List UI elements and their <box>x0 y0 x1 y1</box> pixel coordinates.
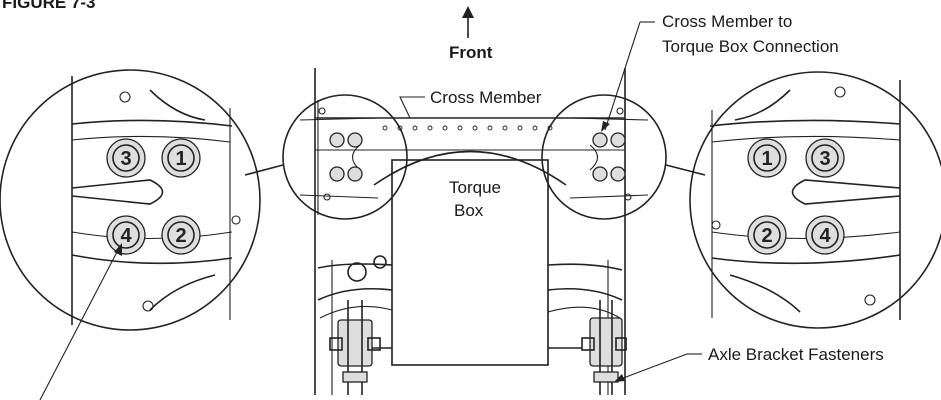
left-bolt-label-top-right: 1 <box>175 148 186 170</box>
axle-bracket-fasteners-callout: Axle Bracket Fasteners <box>614 345 884 382</box>
torque-box: Torque Box <box>373 150 567 366</box>
connection-label-line1: Cross Member to <box>662 12 792 31</box>
cross-member <box>315 117 625 151</box>
left-detail-view <box>0 69 261 331</box>
right-bolt-label-top-left: 1 <box>761 148 772 170</box>
bolt-leader-arrow <box>39 243 122 400</box>
axle-bracket-left <box>317 255 393 395</box>
torque-box-label-line1: Torque <box>449 178 501 197</box>
right-detail-bolts: 1 3 2 4 <box>747 138 845 255</box>
right-detail-view <box>689 71 941 329</box>
right-connection-inset <box>541 94 667 220</box>
cross-member-callout: Cross Member <box>399 88 542 119</box>
left-inset-bolts <box>329 132 363 182</box>
right-inset-bolts <box>592 132 626 182</box>
figure-label: FIGURE 7-3 <box>2 0 96 12</box>
left-connection-inset <box>282 94 408 220</box>
cross-member-label: Cross Member <box>430 88 542 107</box>
right-bolt-label-bottom-left: 2 <box>761 225 772 247</box>
right-bolt-label-bottom-right: 4 <box>819 225 831 247</box>
left-bolt-label-top-left: 3 <box>120 148 131 170</box>
connection-callout: Cross Member to Torque Box Connection <box>601 12 839 132</box>
axle-bracket-fasteners-label: Axle Bracket Fasteners <box>708 345 884 364</box>
front-label: Front <box>449 43 493 62</box>
axle-bracket-right <box>547 263 627 395</box>
right-detail-connector <box>665 164 706 176</box>
left-detail-bolts: 3 1 4 2 <box>106 138 201 255</box>
left-bolt-label-bottom-left: 4 <box>120 225 132 247</box>
left-bolt-label-bottom-right: 2 <box>175 225 186 247</box>
torque-box-label-line2: Box <box>454 201 484 220</box>
left-detail-connector <box>244 164 284 176</box>
front-indicator: Front <box>449 6 493 62</box>
right-bolt-label-top-right: 3 <box>819 148 830 170</box>
connection-label-line2: Torque Box Connection <box>662 37 839 56</box>
